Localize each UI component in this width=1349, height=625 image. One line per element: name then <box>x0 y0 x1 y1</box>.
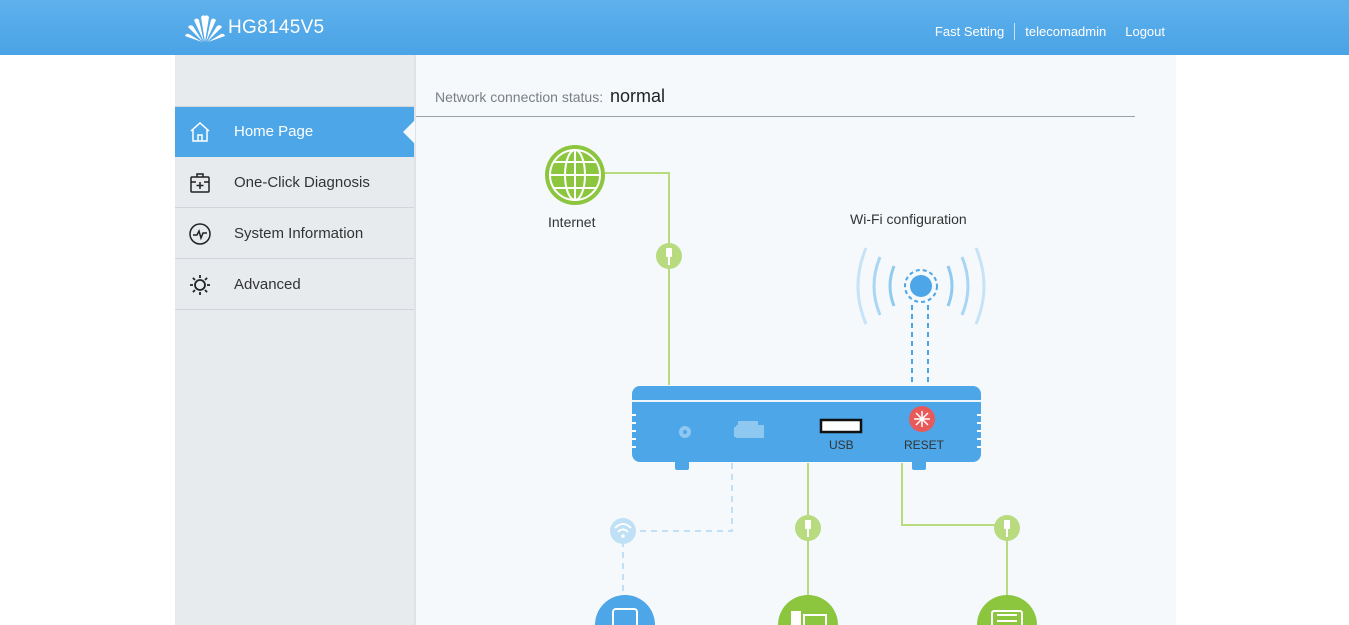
sidebar-item-label: One-Click Diagnosis <box>234 174 370 191</box>
phone-device-icon[interactable] <box>977 595 1037 625</box>
sidebar-item-advanced[interactable]: Advanced <box>175 260 414 310</box>
home-icon <box>190 121 210 142</box>
pulse-icon <box>189 223 211 245</box>
network-topology-diagram <box>545 145 1037 625</box>
sidebar-item-label: Home Page <box>234 123 314 140</box>
wifi-badge-icon <box>610 518 636 544</box>
wifi-configuration-link[interactable]: Wi-Fi configuration <box>850 211 967 227</box>
sidebar: Home Page One-Click Diagnosis System Inf… <box>175 55 416 625</box>
sidebar-item-diagnosis[interactable]: One-Click Diagnosis <box>175 158 414 208</box>
sidebar-item-label: Advanced <box>234 276 301 293</box>
router-device <box>632 386 981 470</box>
ethernet-port-icon <box>734 421 764 438</box>
sidebar-item-label: System Information <box>234 225 364 242</box>
antenna-line <box>911 305 929 385</box>
sidebar-item-system-information[interactable]: System Information <box>175 209 414 259</box>
network-status-value: normal <box>609 86 666 106</box>
wifi-signal-icon[interactable] <box>856 247 986 325</box>
reset-label: RESET <box>904 438 945 452</box>
header-divider <box>1014 23 1016 40</box>
reset-button-icon[interactable] <box>909 406 935 432</box>
sidebar-item-home[interactable]: Home Page <box>175 107 415 157</box>
tablet-device-icon[interactable] <box>595 595 655 625</box>
connector-icon <box>994 515 1020 541</box>
huawei-logo-icon <box>185 15 225 42</box>
usb-label: USB <box>829 438 854 452</box>
power-port-icon <box>679 426 691 438</box>
connector-icon <box>656 243 682 269</box>
product-name: HG8145V5 <box>228 17 325 38</box>
network-status: Network connection status: normal <box>435 86 665 107</box>
wifi-link-line <box>622 463 733 600</box>
main-content: Network connection status: normal <box>416 55 1176 625</box>
internet-globe-icon[interactable] <box>545 145 605 205</box>
logout-link[interactable]: Logout <box>1125 24 1165 39</box>
top-header: HG8145V5 Fast Setting telecomadmin Logou… <box>0 0 1349 55</box>
internet-label: Internet <box>548 214 596 230</box>
phone-link-line <box>901 463 1008 600</box>
computer-device-icon[interactable] <box>778 595 838 625</box>
medical-kit-icon <box>190 173 210 193</box>
usb-port-icon[interactable] <box>819 418 863 434</box>
connector-icon <box>795 515 821 541</box>
gear-icon <box>190 275 210 295</box>
network-status-label: Network connection status: <box>435 89 604 105</box>
header-links: Fast Setting telecomadmin Logout <box>935 23 1165 40</box>
fast-setting-link[interactable]: Fast Setting <box>934 24 1005 39</box>
internet-link-line <box>605 172 670 385</box>
user-link[interactable]: telecomadmin <box>1025 24 1107 39</box>
status-divider <box>416 116 1135 117</box>
sidebar-divider <box>175 106 414 107</box>
